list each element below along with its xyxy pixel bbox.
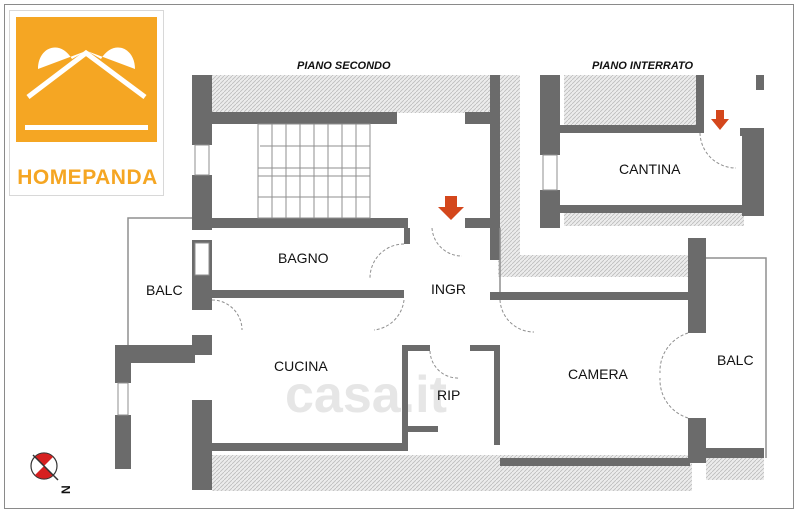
room-label-rip: RIP <box>437 387 460 403</box>
outline-walls <box>127 217 767 458</box>
staircase <box>257 123 371 219</box>
room-label-camera: CAMERA <box>568 366 629 382</box>
room-label-ingr: INGR <box>431 281 466 297</box>
frame-border <box>4 4 794 509</box>
brand-name: HOMEPANDA <box>17 166 158 189</box>
entrance-arrows <box>438 110 729 220</box>
title-second-floor: PIANO SECONDO <box>297 60 391 72</box>
logo-mark <box>16 17 157 142</box>
room-label-balc-right: BALC <box>717 352 754 368</box>
exterior-hatching <box>212 75 764 491</box>
brand-logo: HOMEPANDA <box>9 10 164 196</box>
compass-icon: N <box>30 452 73 494</box>
room-label-balc-left: BALC <box>146 282 183 298</box>
room-label-cucina: CUCINA <box>274 358 328 374</box>
room-label-cantina: CANTINA <box>619 161 681 177</box>
walls <box>115 75 764 490</box>
watermark-text: casa.it <box>285 366 447 424</box>
compass-north-letter: N <box>59 485 73 494</box>
house-roof-icon <box>25 47 148 130</box>
door-swings <box>211 132 737 419</box>
windows <box>117 144 558 416</box>
room-label-bagno: BAGNO <box>278 250 329 266</box>
title-basement: PIANO INTERRATO <box>592 60 693 72</box>
